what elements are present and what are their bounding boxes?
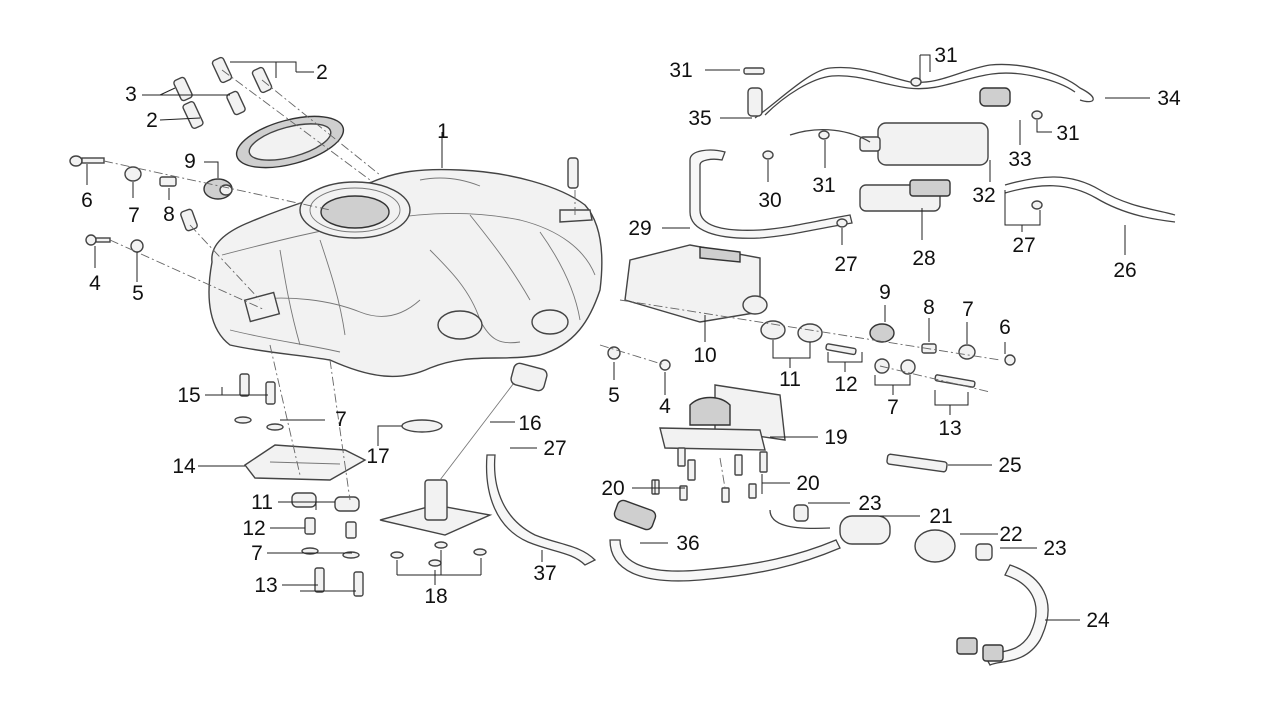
fuel-pump-assembly-19: [651, 384, 786, 503]
callout-5: 5: [608, 384, 620, 407]
callout-32: 32: [972, 184, 995, 207]
strap-25: [886, 453, 948, 473]
callout-20: 20: [601, 477, 624, 500]
callout-26: 26: [1113, 259, 1136, 282]
vapour-system: [689, 63, 1176, 239]
callout-6: 6: [999, 316, 1011, 339]
callout-12: 12: [242, 517, 265, 540]
callout-5: 5: [132, 282, 144, 305]
callout-7: 7: [887, 396, 899, 419]
lower-bracket-14: [234, 373, 367, 597]
callout-27: 27: [1012, 234, 1035, 257]
callout-24: 24: [1086, 609, 1110, 632]
callout-27: 27: [543, 437, 566, 460]
callout-15: 15: [177, 384, 200, 407]
callout-29: 29: [628, 217, 651, 240]
callout-37: 37: [533, 562, 556, 585]
callout-22: 22: [999, 523, 1022, 546]
canister-10: [624, 244, 768, 323]
callout-16: 16: [518, 412, 541, 435]
callout-3: 3: [125, 83, 137, 106]
callout-4: 4: [89, 272, 101, 295]
callout-25: 25: [998, 454, 1021, 477]
callout-36: 36: [676, 532, 699, 555]
callout-34: 34: [1157, 87, 1181, 110]
callout-13: 13: [254, 574, 277, 597]
callout-28: 28: [912, 247, 935, 270]
callout-7: 7: [128, 204, 140, 227]
right-mount-hardware: [607, 320, 1016, 388]
callout-10: 10: [693, 344, 716, 367]
callout-21: 21: [929, 505, 952, 528]
callout-18: 18: [424, 585, 447, 608]
callout-31: 31: [934, 44, 957, 67]
callout-4: 4: [659, 395, 671, 418]
callout-19: 19: [824, 426, 847, 449]
fuel-cap-ring: [235, 115, 345, 169]
fuel-tank: [208, 168, 603, 378]
fuel-pump-16: [379, 362, 548, 567]
callout-23: 23: [858, 492, 881, 515]
left-mount-hardware: [69, 155, 233, 253]
callouts: 1 2 2 3 6 7 8 9 4 5 15 7 14 17 11 12 7 1…: [81, 44, 1181, 632]
callout-33: 33: [1008, 148, 1031, 171]
callout-23: 23: [1043, 537, 1066, 560]
leader-lines: [86, 54, 1150, 621]
callout-12: 12: [834, 373, 857, 396]
callout-7: 7: [335, 408, 347, 431]
callout-35: 35: [688, 107, 711, 130]
callout-9: 9: [879, 281, 891, 304]
callout-31: 31: [669, 59, 692, 82]
callout-6: 6: [81, 189, 93, 212]
hose-37: [485, 454, 597, 566]
callout-27: 27: [834, 253, 857, 276]
callout-13: 13: [938, 417, 961, 440]
filter-line: [769, 504, 1049, 666]
callout-14: 14: [172, 455, 196, 478]
callout-8: 8: [163, 203, 175, 226]
callout-17: 17: [366, 445, 389, 468]
callout-20: 20: [796, 472, 819, 495]
assembly-centerlines: [103, 69, 1001, 501]
callout-8: 8: [923, 296, 935, 319]
callout-31: 31: [1056, 122, 1079, 145]
callout-31: 31: [812, 174, 835, 197]
hose-36: [609, 499, 841, 582]
callout-30: 30: [758, 189, 781, 212]
callout-11: 11: [779, 368, 801, 391]
callout-1: 1: [437, 120, 449, 143]
callout-7: 7: [962, 298, 974, 321]
tank-top-bracket: [559, 157, 593, 223]
callout-2: 2: [316, 61, 328, 84]
callout-7: 7: [251, 542, 263, 565]
callout-9: 9: [184, 150, 196, 173]
callout-11: 11: [251, 491, 273, 514]
callout-2: 2: [146, 109, 158, 132]
